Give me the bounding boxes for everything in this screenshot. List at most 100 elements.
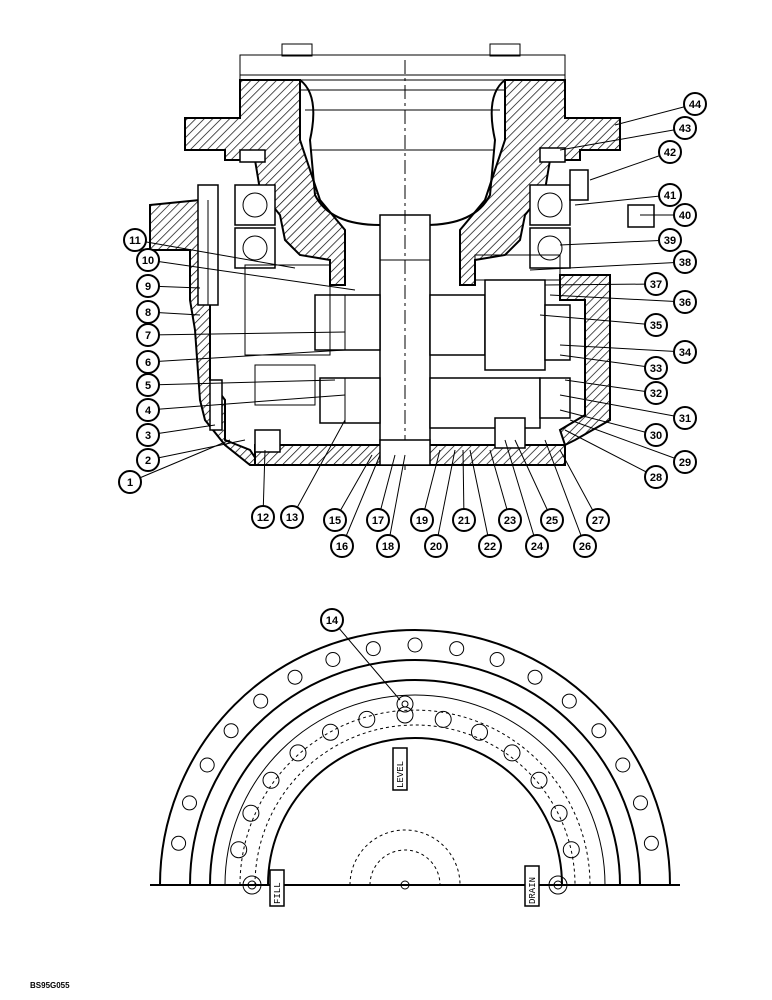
level-label: LEVEL (396, 761, 406, 788)
callout-leader-24 (504, 439, 538, 547)
callout-label-6: 6 (145, 357, 151, 369)
callout-label-9: 9 (145, 281, 151, 293)
callout-circle-43 (673, 116, 697, 140)
callout-label-3: 3 (145, 430, 151, 442)
callout-circle-4 (136, 398, 160, 422)
bearing-left-lower (234, 227, 276, 269)
callout-label-30: 30 (650, 430, 662, 442)
callout-circle-21 (452, 508, 476, 532)
callout-label-39: 39 (664, 235, 676, 247)
callout-circle-33 (644, 356, 668, 380)
callout-leader-37 (544, 283, 657, 286)
callout-label-2: 2 (145, 455, 151, 467)
callout-label-44: 44 (689, 99, 702, 111)
callout-circle-38 (673, 250, 697, 274)
callout-circle-13 (280, 505, 304, 529)
inner-bolt-hole (322, 723, 339, 741)
callout-leader-34 (559, 344, 686, 353)
outer-bolt-hole (489, 652, 505, 667)
callout-label-25: 25 (546, 515, 558, 527)
level-port (396, 695, 414, 713)
callout-leader-44 (614, 103, 696, 126)
bearing-right-lower (529, 227, 571, 269)
callout-label-20: 20 (430, 541, 442, 553)
outer-bolt-hole (253, 693, 269, 709)
callout-label-14: 14 (326, 615, 339, 627)
callout-leader-5 (147, 379, 336, 386)
callout-label-28: 28 (650, 472, 662, 484)
callout-circle-28 (644, 465, 668, 489)
callout-circle-14 (320, 608, 344, 632)
fill-tag: FILL (269, 869, 285, 907)
callout-label-33: 33 (650, 363, 662, 375)
callout-leader-35 (539, 314, 657, 326)
callout-leader-22 (469, 449, 491, 547)
inner-bolt-hole (434, 710, 452, 728)
callout-leader-30 (559, 409, 657, 436)
callout-label-37: 37 (650, 279, 662, 291)
inner-bolt-hole (242, 804, 260, 822)
callout-circle-10 (136, 248, 160, 272)
callout-label-38: 38 (679, 257, 691, 269)
callout-circle-36 (673, 290, 697, 314)
outer-bolt-hole (325, 652, 341, 667)
drain-label: DRAIN (528, 877, 538, 904)
callout-circle-20 (424, 534, 448, 558)
callout-label-43: 43 (679, 123, 691, 135)
figure-reference: BS95G055 (30, 981, 70, 990)
callout-leader-18 (387, 454, 406, 547)
inner-bolt-hole (230, 841, 248, 859)
callout-circle-29 (673, 450, 697, 474)
callout-leader-32 (564, 379, 657, 394)
callout-leader-41 (574, 194, 671, 206)
callout-circle-32 (644, 381, 668, 405)
callout-circle-19 (410, 508, 434, 532)
callout-circle-12 (251, 505, 275, 529)
bolt-right (569, 169, 589, 201)
callout-label-42: 42 (664, 147, 676, 159)
callout-leader-27 (559, 449, 599, 521)
callout-leader-23 (489, 449, 511, 521)
inner-bolt-hole (289, 744, 307, 762)
callout-label-27: 27 (592, 515, 604, 527)
callout-leader-42 (589, 151, 671, 181)
callout-circle-41 (658, 183, 682, 207)
callout-leader-39 (559, 239, 671, 246)
drain-tag: DRAIN (524, 865, 540, 907)
outer-bolt-hole (223, 723, 239, 739)
callout-leader-16 (341, 454, 381, 547)
top-flange (239, 54, 566, 81)
callout-label-19: 19 (416, 515, 428, 527)
outer-bolt-hole (527, 669, 543, 685)
callout-label-22: 22 (484, 541, 496, 553)
outer-bolt-hole (365, 641, 381, 657)
callout-circle-16 (330, 534, 354, 558)
outer-bolt-hole (561, 693, 577, 709)
callout-label-16: 16 (336, 541, 348, 553)
outer-bolt-holes (171, 637, 659, 851)
outer-bolt-hole (199, 757, 215, 773)
callout-leader-19 (421, 449, 441, 521)
callout-leader-6 (147, 349, 346, 363)
callout-circle-40 (673, 203, 697, 227)
callout-label-34: 34 (679, 347, 692, 359)
outer-bolt-hole (182, 795, 197, 811)
callout-leader-14 (331, 619, 401, 701)
gear-right-upper (429, 294, 486, 356)
inner-bolt-hole (562, 841, 580, 859)
level-tag: LEVEL (392, 747, 408, 791)
callout-circle-26 (573, 534, 597, 558)
callout-circle-30 (644, 423, 668, 447)
callout-circle-18 (376, 534, 400, 558)
callout-leader-11 (134, 239, 296, 269)
callout-label-11: 11 (129, 235, 141, 247)
callout-label-13: 13 (286, 512, 298, 524)
inner-bolt-holes (230, 706, 580, 859)
callout-circle-27 (586, 508, 610, 532)
housing-right (459, 79, 621, 286)
callout-leader-43 (559, 127, 686, 151)
callout-label-31: 31 (679, 413, 691, 425)
callout-circle-17 (366, 508, 390, 532)
callout-leader-7 (147, 331, 346, 336)
